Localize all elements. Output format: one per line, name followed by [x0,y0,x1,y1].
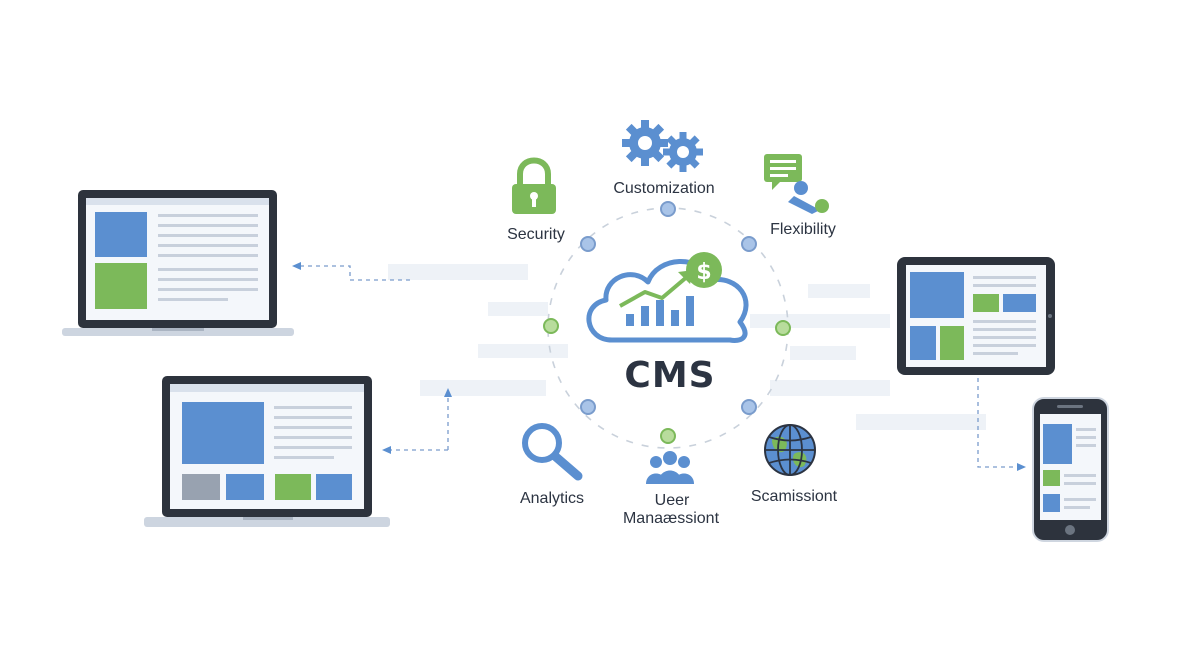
laptop-top-left [62,190,294,336]
globe-icon [764,424,816,476]
label-analytics: Analytics [519,490,585,507]
connectors [300,265,1018,468]
gear-icon [622,120,703,172]
arrow-heads [292,262,1026,471]
lock-icon [512,157,556,214]
svg-text:$: $ [696,260,711,285]
label-customization: Customization [613,180,715,197]
users-icon [646,451,694,484]
phone [1032,397,1109,542]
laptop-bottom-left [144,376,390,527]
tablet [897,257,1055,375]
cms-title: CMS [624,355,716,396]
label-flexibility: Flexibility [770,221,836,238]
background-bars [388,264,986,430]
label-user-management-line2: Manaæssiont [622,510,720,527]
cloud-chart-icon: $ [586,252,749,343]
label-security: Security [507,226,565,243]
chat-user-icon [764,154,829,214]
label-user-management-line1: Ueer [654,492,690,509]
label-scamissiont: Scamissiont [750,488,838,505]
ring-nodes [543,201,791,444]
magnifier-icon [522,423,583,481]
